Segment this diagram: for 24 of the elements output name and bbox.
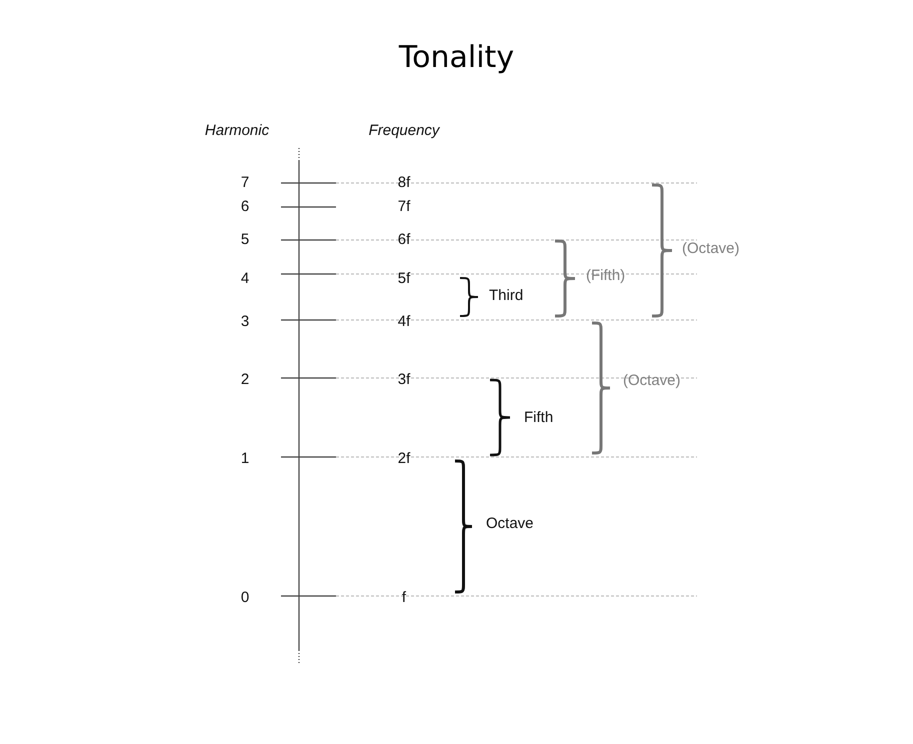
harmonic-number: 7 bbox=[240, 174, 250, 192]
harmonic-number: 2 bbox=[240, 372, 250, 388]
diagram-title: Tonality bbox=[398, 40, 516, 75]
frequency-label: 3f bbox=[398, 372, 410, 388]
harmonic-number: 1 bbox=[240, 450, 250, 468]
axis-heading: Frequency bbox=[368, 122, 440, 140]
interval-label: (Octave) bbox=[623, 372, 681, 390]
frequency-label: 4f bbox=[398, 314, 410, 330]
frequency-label: 7f bbox=[398, 198, 410, 216]
harmonic-number: 6 bbox=[240, 198, 250, 216]
harmonic-number: 0 bbox=[240, 590, 250, 606]
frequency-label: 6f bbox=[398, 232, 410, 248]
interval-label: (Octave) bbox=[682, 240, 740, 258]
harmonic-number: 5 bbox=[240, 232, 250, 248]
axis-heading: Harmonic bbox=[204, 122, 270, 140]
interval-label: Third bbox=[489, 288, 524, 304]
harmonic-number: 4 bbox=[240, 270, 250, 288]
frequency-label: 8f bbox=[398, 174, 410, 192]
frequency-label: 5f bbox=[398, 270, 410, 288]
harmonic-number: 3 bbox=[240, 314, 250, 330]
frequency-label: 2f bbox=[398, 450, 410, 468]
interval-label: Fifth bbox=[524, 410, 554, 426]
frequency-label: f bbox=[402, 590, 406, 606]
interval-label: Octave bbox=[486, 516, 534, 532]
